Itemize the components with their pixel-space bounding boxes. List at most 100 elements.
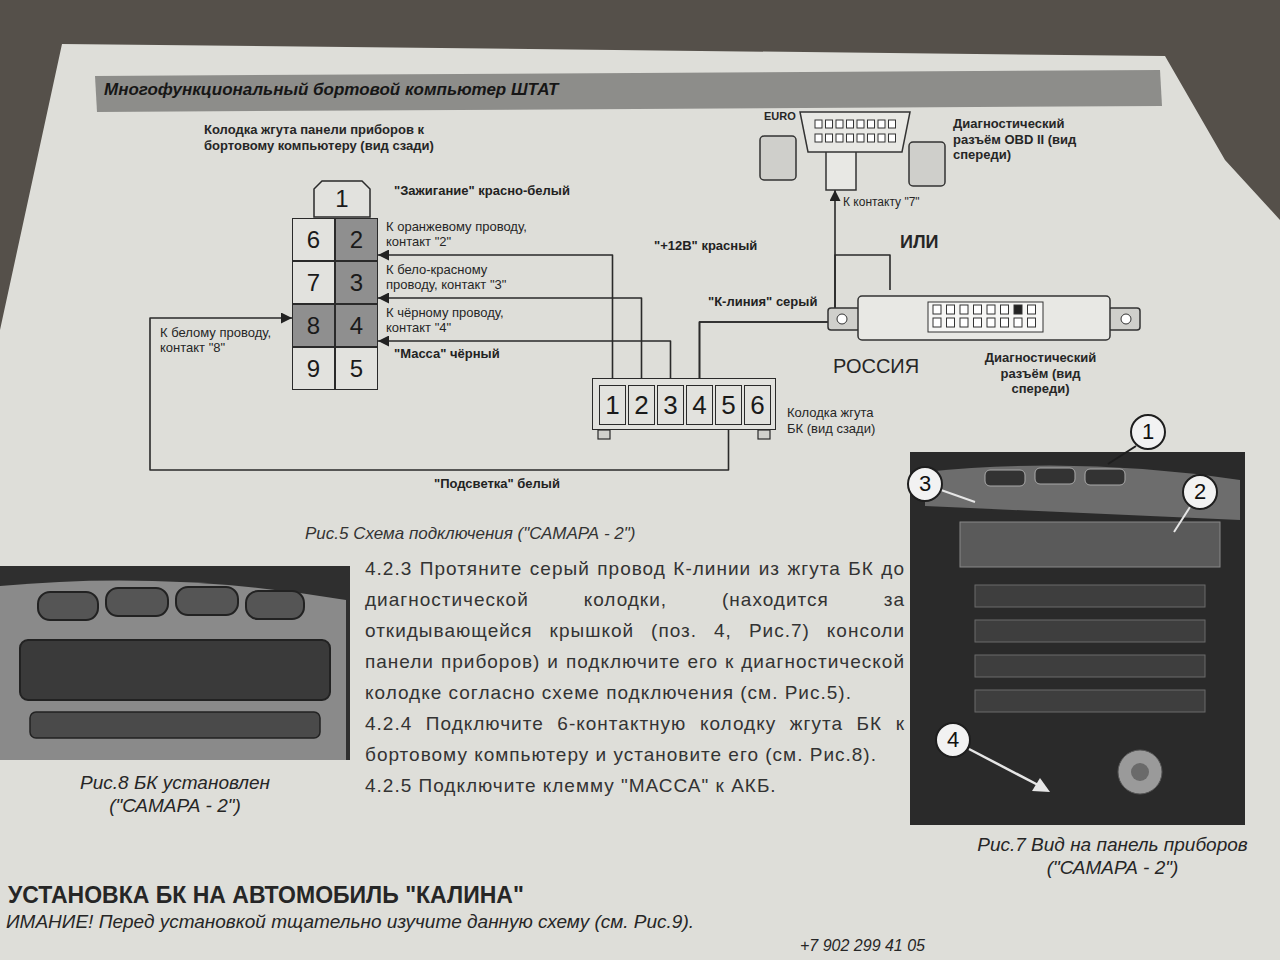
- pin-cell: 5: [715, 385, 742, 425]
- connector-outline-part: [960, 305, 968, 314]
- pin-cell: 4: [686, 385, 713, 425]
- dashboard-photo: [960, 522, 1220, 567]
- connector-outline-part: [1014, 305, 1022, 314]
- contact-note: К контакту "7": [843, 195, 953, 209]
- connector-outline-part: [960, 318, 968, 327]
- wire: [700, 190, 836, 385]
- figure-caption: Рис.8 БК установлен ("САМАРА - 2"): [40, 772, 310, 818]
- wire: [378, 255, 613, 385]
- dashboard-photo: [1118, 750, 1162, 794]
- wire-note: К белому проводу, контакт "8": [160, 326, 284, 356]
- callout-leaders: [1108, 446, 1136, 464]
- wire-label: "Подсветка" белый: [432, 476, 562, 492]
- connector-outline-part: [314, 181, 370, 217]
- pin-number: 9: [307, 357, 320, 381]
- text-column: 4.2.3 Протяните серый провод К-линии из …: [365, 553, 905, 801]
- connector-outline-part: [836, 120, 843, 128]
- dashboard-photo: [910, 452, 1245, 825]
- installed-computer-photo: [176, 587, 238, 615]
- connector-outline-part: [928, 302, 1043, 332]
- connector-outline-part: [826, 120, 833, 128]
- connector-outline-part: [947, 305, 955, 314]
- pin-cell: 3: [657, 385, 684, 425]
- connector-feet: [598, 430, 610, 439]
- connector-outline-part: [847, 134, 854, 142]
- callout-circles: [908, 467, 942, 501]
- connector-outline-part: [1028, 318, 1036, 327]
- bk-harness-connector: Колодка жгута БК (вид сзади)123456: [592, 378, 776, 430]
- connector-outline-part: [889, 134, 896, 142]
- pin-number: 2: [350, 228, 363, 252]
- connector-outline-part: [800, 112, 910, 152]
- connector-label: РОССИЯ: [833, 354, 953, 378]
- connector-outline-part: [826, 148, 856, 190]
- connector-outline-part: [909, 142, 945, 186]
- connector-outline-part: [947, 318, 955, 327]
- installed-computer-photo: [38, 592, 98, 620]
- wire-label: "+12В" красный: [652, 238, 759, 254]
- connector-outline-part: [1108, 308, 1140, 330]
- callout-number: 2: [1183, 475, 1217, 509]
- installed-computer-photo: [20, 640, 330, 700]
- pin-number: 3: [350, 271, 363, 295]
- connector-feet: [758, 430, 770, 439]
- callout-circles: [1131, 415, 1165, 449]
- pin-cell: 6: [744, 385, 771, 425]
- figure-caption: Рис.7 Вид на панель приборов ("САМАРА - …: [955, 834, 1270, 880]
- dashboard-photo: [975, 655, 1205, 677]
- instruction-paragraph: 4.2.3 Протяните серый провод К-линии из …: [365, 553, 905, 708]
- installed-computer-photo: [246, 591, 304, 619]
- installed-computer-photo: [0, 580, 346, 760]
- callout-number: 1: [1131, 415, 1165, 449]
- callout-number: 4: [936, 723, 970, 757]
- callout-circles: [908, 415, 1217, 757]
- wire-note: К чёрному проводу, контакт "4": [386, 306, 536, 336]
- pin-cell: 3: [335, 261, 378, 304]
- connector-outline-part: [974, 318, 982, 327]
- connector-outline-part: [868, 134, 875, 142]
- connector-outline-part: [837, 314, 847, 324]
- warning-note: ИМАНИЕ! Перед установкой тщательно изучи…: [6, 911, 906, 934]
- connector-outline-part: [826, 134, 833, 142]
- callout-leaders: [1032, 778, 1050, 792]
- callout-number: 3: [908, 467, 942, 501]
- pin-number: 6: [750, 392, 764, 418]
- pin-number: 6: [307, 228, 320, 252]
- pin-cell: 4: [335, 304, 378, 347]
- connector-outline-part: [868, 120, 875, 128]
- obd-connector: РОССИЯДиагностический разъём (вид сперед…: [828, 290, 1140, 345]
- obd-connector: EUROДиагностический разъём OBD II (вид с…: [760, 108, 945, 190]
- connector-label: Колодка жгута панели приборов к бортовом…: [204, 122, 436, 153]
- connector-outline-part: [1121, 314, 1131, 324]
- wire-label: "Зажигание" красно-белый: [392, 183, 572, 199]
- callout-circles: [936, 723, 970, 757]
- callout-leaders: [941, 490, 975, 502]
- installed-computer-photo: [0, 566, 350, 760]
- connector-outline-part: [878, 120, 885, 128]
- pin-number: 5: [350, 357, 363, 381]
- connector-outline-part: [933, 318, 941, 327]
- connector-outline-part: [815, 120, 822, 128]
- pin-cell: 8: [292, 304, 335, 347]
- connector-feet: [598, 430, 770, 439]
- wire-note: К оранжевому проводу, контакт "2": [386, 220, 536, 250]
- connector-outline-part: [815, 134, 822, 142]
- connector-outline-part: [987, 318, 995, 327]
- dashboard-photo: [1035, 468, 1075, 484]
- header-title: Многофункциональный бортовой компьютер Ш…: [104, 80, 558, 100]
- connector-label: Колодка жгута БК (вид сзади): [787, 405, 879, 436]
- paper-sheet: [0, 44, 1280, 960]
- section-heading: УСТАНОВКА БК НА АВТОМОБИЛЬ "КАЛИНА": [8, 882, 728, 910]
- dashboard-photo: [925, 466, 1240, 520]
- instruction-paragraph: 4.2.5 Подключите клемму "МАССА" к АКБ.: [365, 770, 905, 801]
- connector-outline: [828, 290, 1140, 345]
- pin-cell: 2: [335, 218, 378, 261]
- connector-outline-part: [987, 305, 995, 314]
- installed-computer-photo: [0, 566, 350, 760]
- connector-outline-part: [836, 134, 843, 142]
- connector-outline-part: [858, 296, 1110, 340]
- connector-label: EURO: [764, 110, 804, 123]
- dashboard-photo: [1085, 469, 1125, 485]
- figure-caption: Рис.5 Схема подключения ("САМАРА - 2"): [305, 524, 635, 544]
